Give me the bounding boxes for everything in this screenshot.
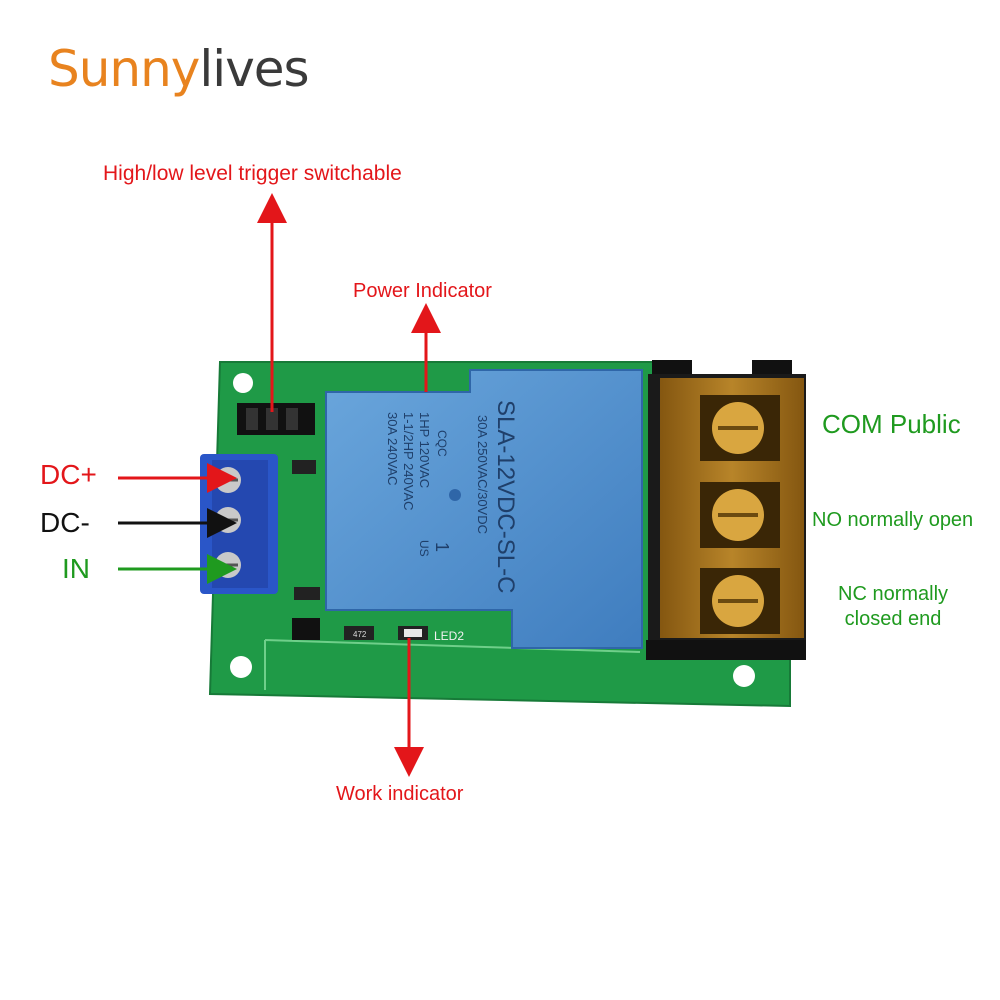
mounting-hole xyxy=(733,665,755,687)
led-label: LED2 xyxy=(434,629,464,643)
resistor-value: 472 xyxy=(353,630,367,639)
dc-minus-label: DC- xyxy=(40,507,90,538)
output-barrier-terminal xyxy=(646,360,806,660)
relay-component: SLA-12VDC-SL-C 30A 250VAC/30VDC 1HP 120V… xyxy=(325,369,643,649)
power-indicator-label: Power Indicator xyxy=(353,280,492,302)
relay-brand-text: CQC xyxy=(435,430,449,457)
relay-spec-line3: 30A 240VAC xyxy=(385,412,400,485)
relay-model-text: SLA-12VDC-SL-C xyxy=(492,400,519,593)
relay-rating-text: 30A 250VAC/30VDC xyxy=(475,415,490,534)
brand-logo: Sunnylives xyxy=(48,40,310,98)
dc-plus-label: DC+ xyxy=(40,459,97,490)
smd-resistor xyxy=(344,626,374,640)
mounting-hole xyxy=(230,656,252,678)
in-label: IN xyxy=(62,553,90,584)
logo-text-sunny: Sunny xyxy=(48,40,200,98)
relay-number-text: 1 xyxy=(432,542,452,552)
work-indicator-label: Work indicator xyxy=(336,783,464,805)
trigger-jumper-header xyxy=(237,403,315,435)
relay-spec-line1: 1HP 120VAC xyxy=(417,412,432,488)
relay-us-text: US xyxy=(417,540,431,557)
com-label: COM Public xyxy=(822,409,961,439)
trigger-switch-label: High/low level trigger switchable xyxy=(103,162,402,185)
nc-label-line1: NC normally xyxy=(838,583,949,605)
no-label: NO normally open xyxy=(812,509,974,531)
mounting-hole xyxy=(233,373,253,393)
logo-text-lives: lives xyxy=(199,40,309,98)
relay-spec-line2: 1-1/2HP 240VAC xyxy=(401,412,416,511)
nc-label: NC normally closed end xyxy=(838,582,948,632)
nc-label-line2: closed end xyxy=(844,608,942,630)
